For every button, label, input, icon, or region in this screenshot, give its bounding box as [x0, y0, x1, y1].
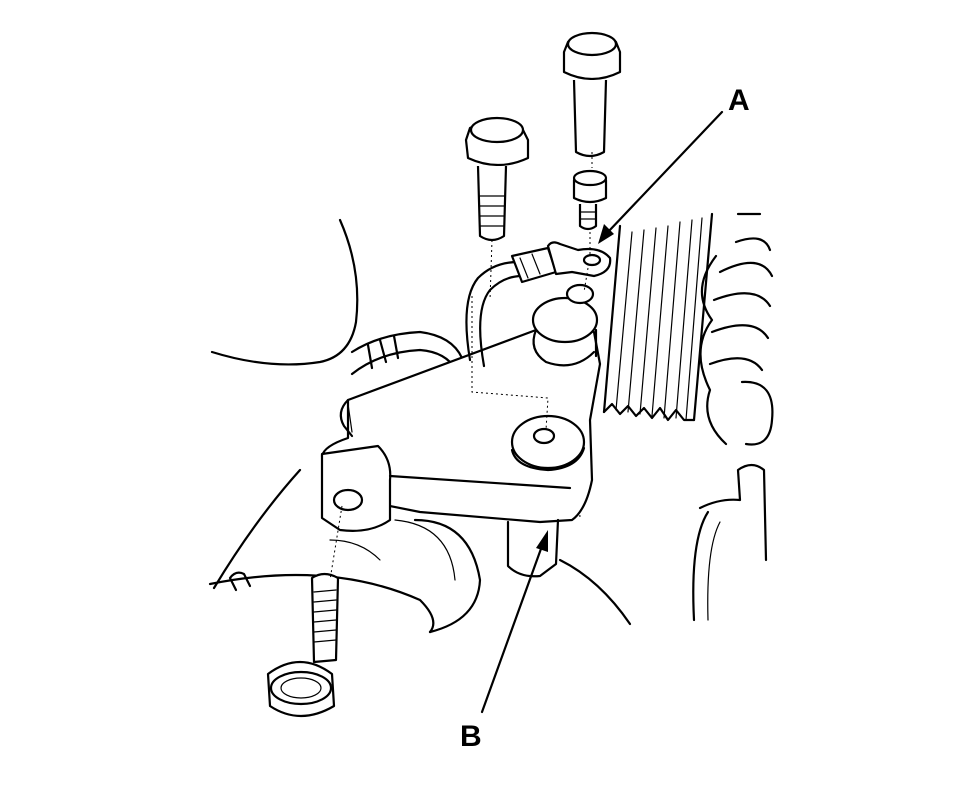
- drive-belt-pulley: [602, 212, 774, 446]
- bolt-lower: [266, 572, 340, 717]
- leader-arrow-a: [598, 110, 724, 244]
- engine-block: [558, 439, 768, 626]
- callout-label-b: B: [460, 720, 482, 753]
- bolt-upper-right: [562, 31, 622, 158]
- left-housing: [208, 218, 482, 634]
- bolt-small-ground: [572, 169, 608, 231]
- alignment-lines: [329, 152, 593, 581]
- leader-arrow-b: [480, 530, 548, 714]
- ground-terminal-a: [465, 241, 612, 368]
- hose: [350, 330, 464, 376]
- bolt-upper-left: [464, 116, 530, 242]
- mounting-bracket-b: [320, 283, 602, 578]
- callout-label-a: A: [728, 84, 750, 117]
